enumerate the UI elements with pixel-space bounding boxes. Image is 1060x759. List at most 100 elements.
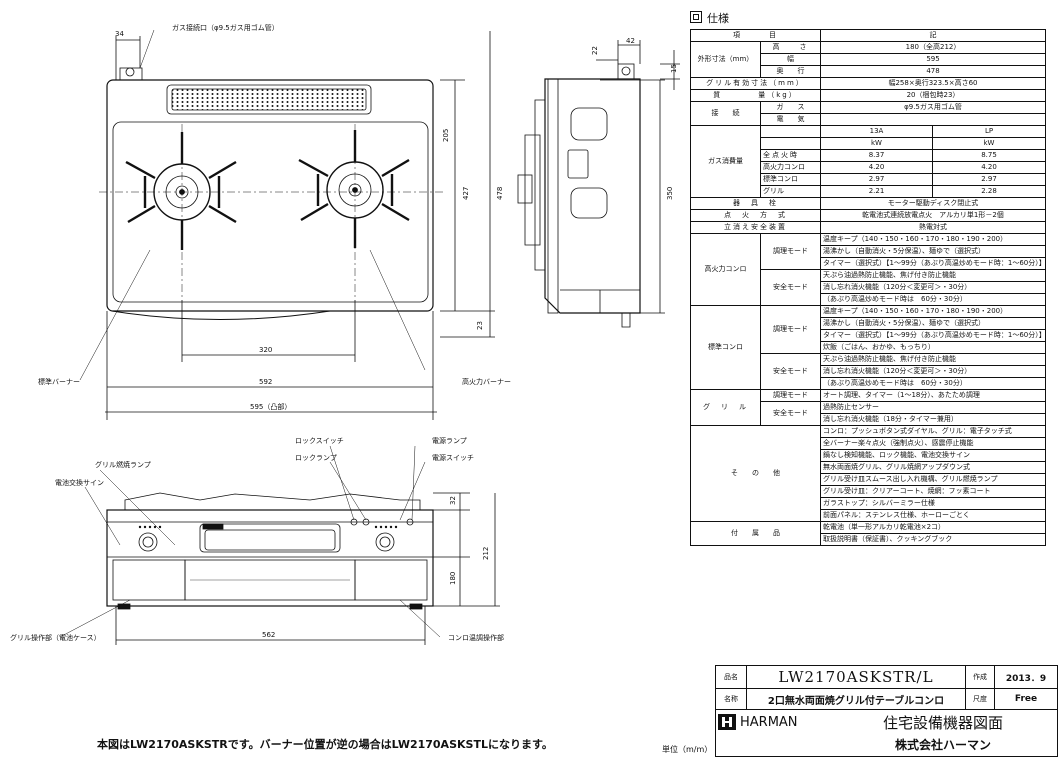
spec-other-2: 全バーナー楽々点火（強制点火）、感震停止機能 <box>820 437 1046 450</box>
dim-350: 350 <box>666 187 674 200</box>
spec-hi-cook-mode: 調理モード <box>760 233 821 270</box>
spec-kw-lp: kW <box>932 137 1046 150</box>
power-switch-label: 電源スイッチ <box>432 453 474 462</box>
dim-42: 42 <box>626 37 635 45</box>
box-icon <box>690 11 702 23</box>
title-row-2: 名称 2口無水両面焼グリル付テーブルコンロ 尺度 Free <box>716 689 1057 710</box>
name-label: 品名 <box>716 666 747 688</box>
scale: Free <box>1014 694 1038 704</box>
gas-inlet-label: ガス接続口（φ9.5ガス用ゴム管） <box>172 23 279 32</box>
spec-std-cook-mode: 調理モード <box>760 305 821 354</box>
standard-burner-label: 標準バーナー <box>38 377 80 386</box>
spec-hi-cook-3: タイマー（選択式）【1～99分（あぶり高温炒めモード時：1～60分）】 <box>820 257 1046 270</box>
spec-hi-lp: 4.20 <box>932 161 1046 174</box>
spec-ignition: 点 火 方 式 <box>690 209 821 222</box>
spec-accessory: 付 属 品 <box>690 521 821 546</box>
dim-22: 22 <box>591 46 599 55</box>
company-name: 株式会社ハーマン <box>894 737 991 752</box>
dim-478: 478 <box>496 187 504 200</box>
spec-valve-value: モーター駆動ディスク閉止式 <box>820 197 1046 210</box>
spec-all: 全点火時 <box>760 149 821 162</box>
spec-lp: LP <box>932 125 1046 138</box>
spec-grill-safe-mode: 安全モード <box>760 401 821 426</box>
spec-gas-value: φ9.5ガス用ゴム管 <box>820 101 1046 114</box>
model-number: LW2170ASKSTR/L <box>747 666 966 688</box>
title-label: 名称 <box>716 689 747 709</box>
spec-other: そ の 他 <box>690 425 821 522</box>
spec-other-6: グリル受け皿：クリアーコート、焼網：フッ素コート <box>820 485 1046 498</box>
spec-safety-value: 熱電対式 <box>820 221 1046 234</box>
spec-13a: 13A <box>820 125 933 138</box>
top-view <box>79 29 495 420</box>
date: 2013．9 <box>1005 673 1047 684</box>
dim-205: 205 <box>442 129 450 142</box>
spec-other-3: 鍋なし検知機能、ロック機能、電池交換サイン <box>820 449 1046 462</box>
spec-hi-safe-3: （あぶり高温炒めモード時は 60分・30分） <box>820 293 1046 306</box>
spec-std-cook-2: 湯沸かし（自動消火・5分保温）、麺ゆで（選択式） <box>820 317 1046 330</box>
spec-hi-cook-2: 湯沸かし（自動消火・5分保温）、麺ゆで（選択式） <box>820 245 1046 258</box>
spec-height-value: 180（全高212） <box>820 41 1046 54</box>
spec-std-safe-3: （あぶり高温炒めモード時は 60分・30分） <box>820 377 1046 390</box>
spec-title: 仕様 <box>690 9 1045 29</box>
dim-427: 427 <box>462 187 470 200</box>
side-view <box>517 40 680 328</box>
spec-grill-safe-1: 過熱防止センサー <box>820 401 1046 414</box>
spec-outer-dim: 外形寸法（mm） <box>690 41 761 78</box>
lock-lamp-label: ロックランプ <box>295 454 337 462</box>
dim-180: 180 <box>449 572 457 585</box>
dim-32: 32 <box>449 496 457 505</box>
spec-consumption: ガス消費量 <box>690 125 761 198</box>
unit-note: 単位（m/m） <box>662 745 713 754</box>
spec-hi-cook-1: 温度キープ（140・150・160・170・180・190・200） <box>820 233 1046 246</box>
spec-hi-stove: 高火力コンロ <box>690 233 761 306</box>
standard-burner <box>125 132 237 250</box>
spec-hi: 高火力コンロ <box>760 161 821 174</box>
spec-grill-safe-2: 消し忘れ消火機能（18分・タイマー兼用） <box>820 413 1046 426</box>
dim-15: 15 <box>670 64 678 73</box>
spec-mass: 質 量（kg） <box>690 89 821 102</box>
spec-valve: 器 具 栓 <box>690 197 821 210</box>
spec-accessory-2: 取扱説明書（保証書）、クッキングブック <box>820 533 1046 546</box>
spec-other-4: 無水両面焼グリル、グリル焼網アップダウン式 <box>820 461 1046 474</box>
dim-562: 562 <box>262 631 275 639</box>
lock-switch-label: ロックスイッチ <box>295 437 344 445</box>
high-power-burner <box>298 130 410 248</box>
product-name: 2口無水両面焼グリル付テーブルコンロ <box>747 689 966 709</box>
spec-hi-13a: 4.20 <box>820 161 933 174</box>
spec-std-lp: 2.97 <box>932 173 1046 186</box>
spec-hi-safe-1: 天ぷら油過熱防止機能、焦げ付き防止機能 <box>820 269 1046 282</box>
power-lamp-label: 電源ランプ <box>432 436 467 445</box>
doc-type: 住宅設備機器図面 <box>882 713 1003 732</box>
spec-other-8: 前面パネル：ステンレス仕様、ホーローごとく <box>820 509 1046 522</box>
spec-other-7: ガラストップ：シルバーミラー仕様 <box>820 497 1046 510</box>
spec-std-safe-2: 消し忘れ消火機能（120分＜変更可＞・30分） <box>820 365 1046 378</box>
grill-lamp-label: グリル燃焼ランプ <box>95 460 151 469</box>
spec-depth-value: 478 <box>820 65 1046 78</box>
spec-safety: 立消え安全装置 <box>690 221 821 234</box>
stove-operation-label: コンロ温調操作部 <box>448 633 504 642</box>
spec-other-1: コンロ：プッシュボタン式ダイヤル、グリル：電子タッチ式 <box>820 425 1046 438</box>
spec-grill-row: グ リ ル <box>690 389 761 426</box>
spec-std-cook-4: 炊飯（ごはん、おかゆ、もっちり） <box>820 341 1046 354</box>
spec-ignition-value: 乾電池式連続放電点火 アルカリ単1形－2個 <box>820 209 1046 222</box>
spec-depth: 奥 行 <box>760 65 821 78</box>
spec-height: 高 さ <box>760 41 821 54</box>
spec-elec-value <box>820 113 1046 126</box>
spec-grill-cook-1: オート調理、タイマー（1～18分）、あたため調理 <box>820 389 1046 402</box>
spec-all-13a: 8.37 <box>820 149 933 162</box>
dim-212: 212 <box>482 547 490 560</box>
spec-grill-lp: 2.28 <box>932 185 1046 198</box>
spec-std-safe-mode: 安全モード <box>760 353 821 390</box>
spec-other-5: グリル受け皿スムース出し入れ機構、グリル燃焼ランプ <box>820 473 1046 486</box>
spec-elec: 電 気 <box>760 113 821 126</box>
spec-header-note: 記 <box>820 29 1046 42</box>
scale-label: 尺度 <box>966 689 995 709</box>
spec-hi-safe-mode: 安全モード <box>760 269 821 306</box>
spec-std-stove: 標準コンロ <box>690 305 761 390</box>
harman-logo-icon <box>718 714 736 730</box>
spec-grill-cook-mode: 調理モード <box>760 389 821 402</box>
spec-std-safe-1: 天ぷら油過熱防止機能、焦げ付き防止機能 <box>820 353 1046 366</box>
